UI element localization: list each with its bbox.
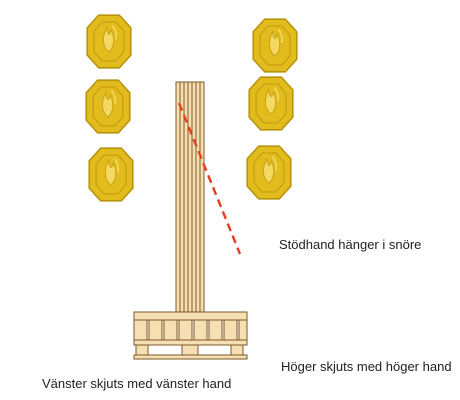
label-support-hand: Stödhand hänger i snöre bbox=[279, 237, 422, 252]
target-3 bbox=[88, 147, 134, 202]
target-1 bbox=[86, 14, 132, 69]
target-6 bbox=[246, 145, 292, 200]
support-string-line bbox=[177, 102, 242, 255]
label-right-push: Höger skjuts med höger hand bbox=[281, 359, 452, 374]
vertical-post bbox=[175, 81, 205, 315]
pallet-base bbox=[133, 311, 248, 360]
target-5 bbox=[248, 76, 294, 131]
label-left-push: Vänster skjuts med vänster hand bbox=[42, 376, 232, 391]
target-4 bbox=[252, 18, 298, 73]
target-2 bbox=[85, 79, 131, 134]
